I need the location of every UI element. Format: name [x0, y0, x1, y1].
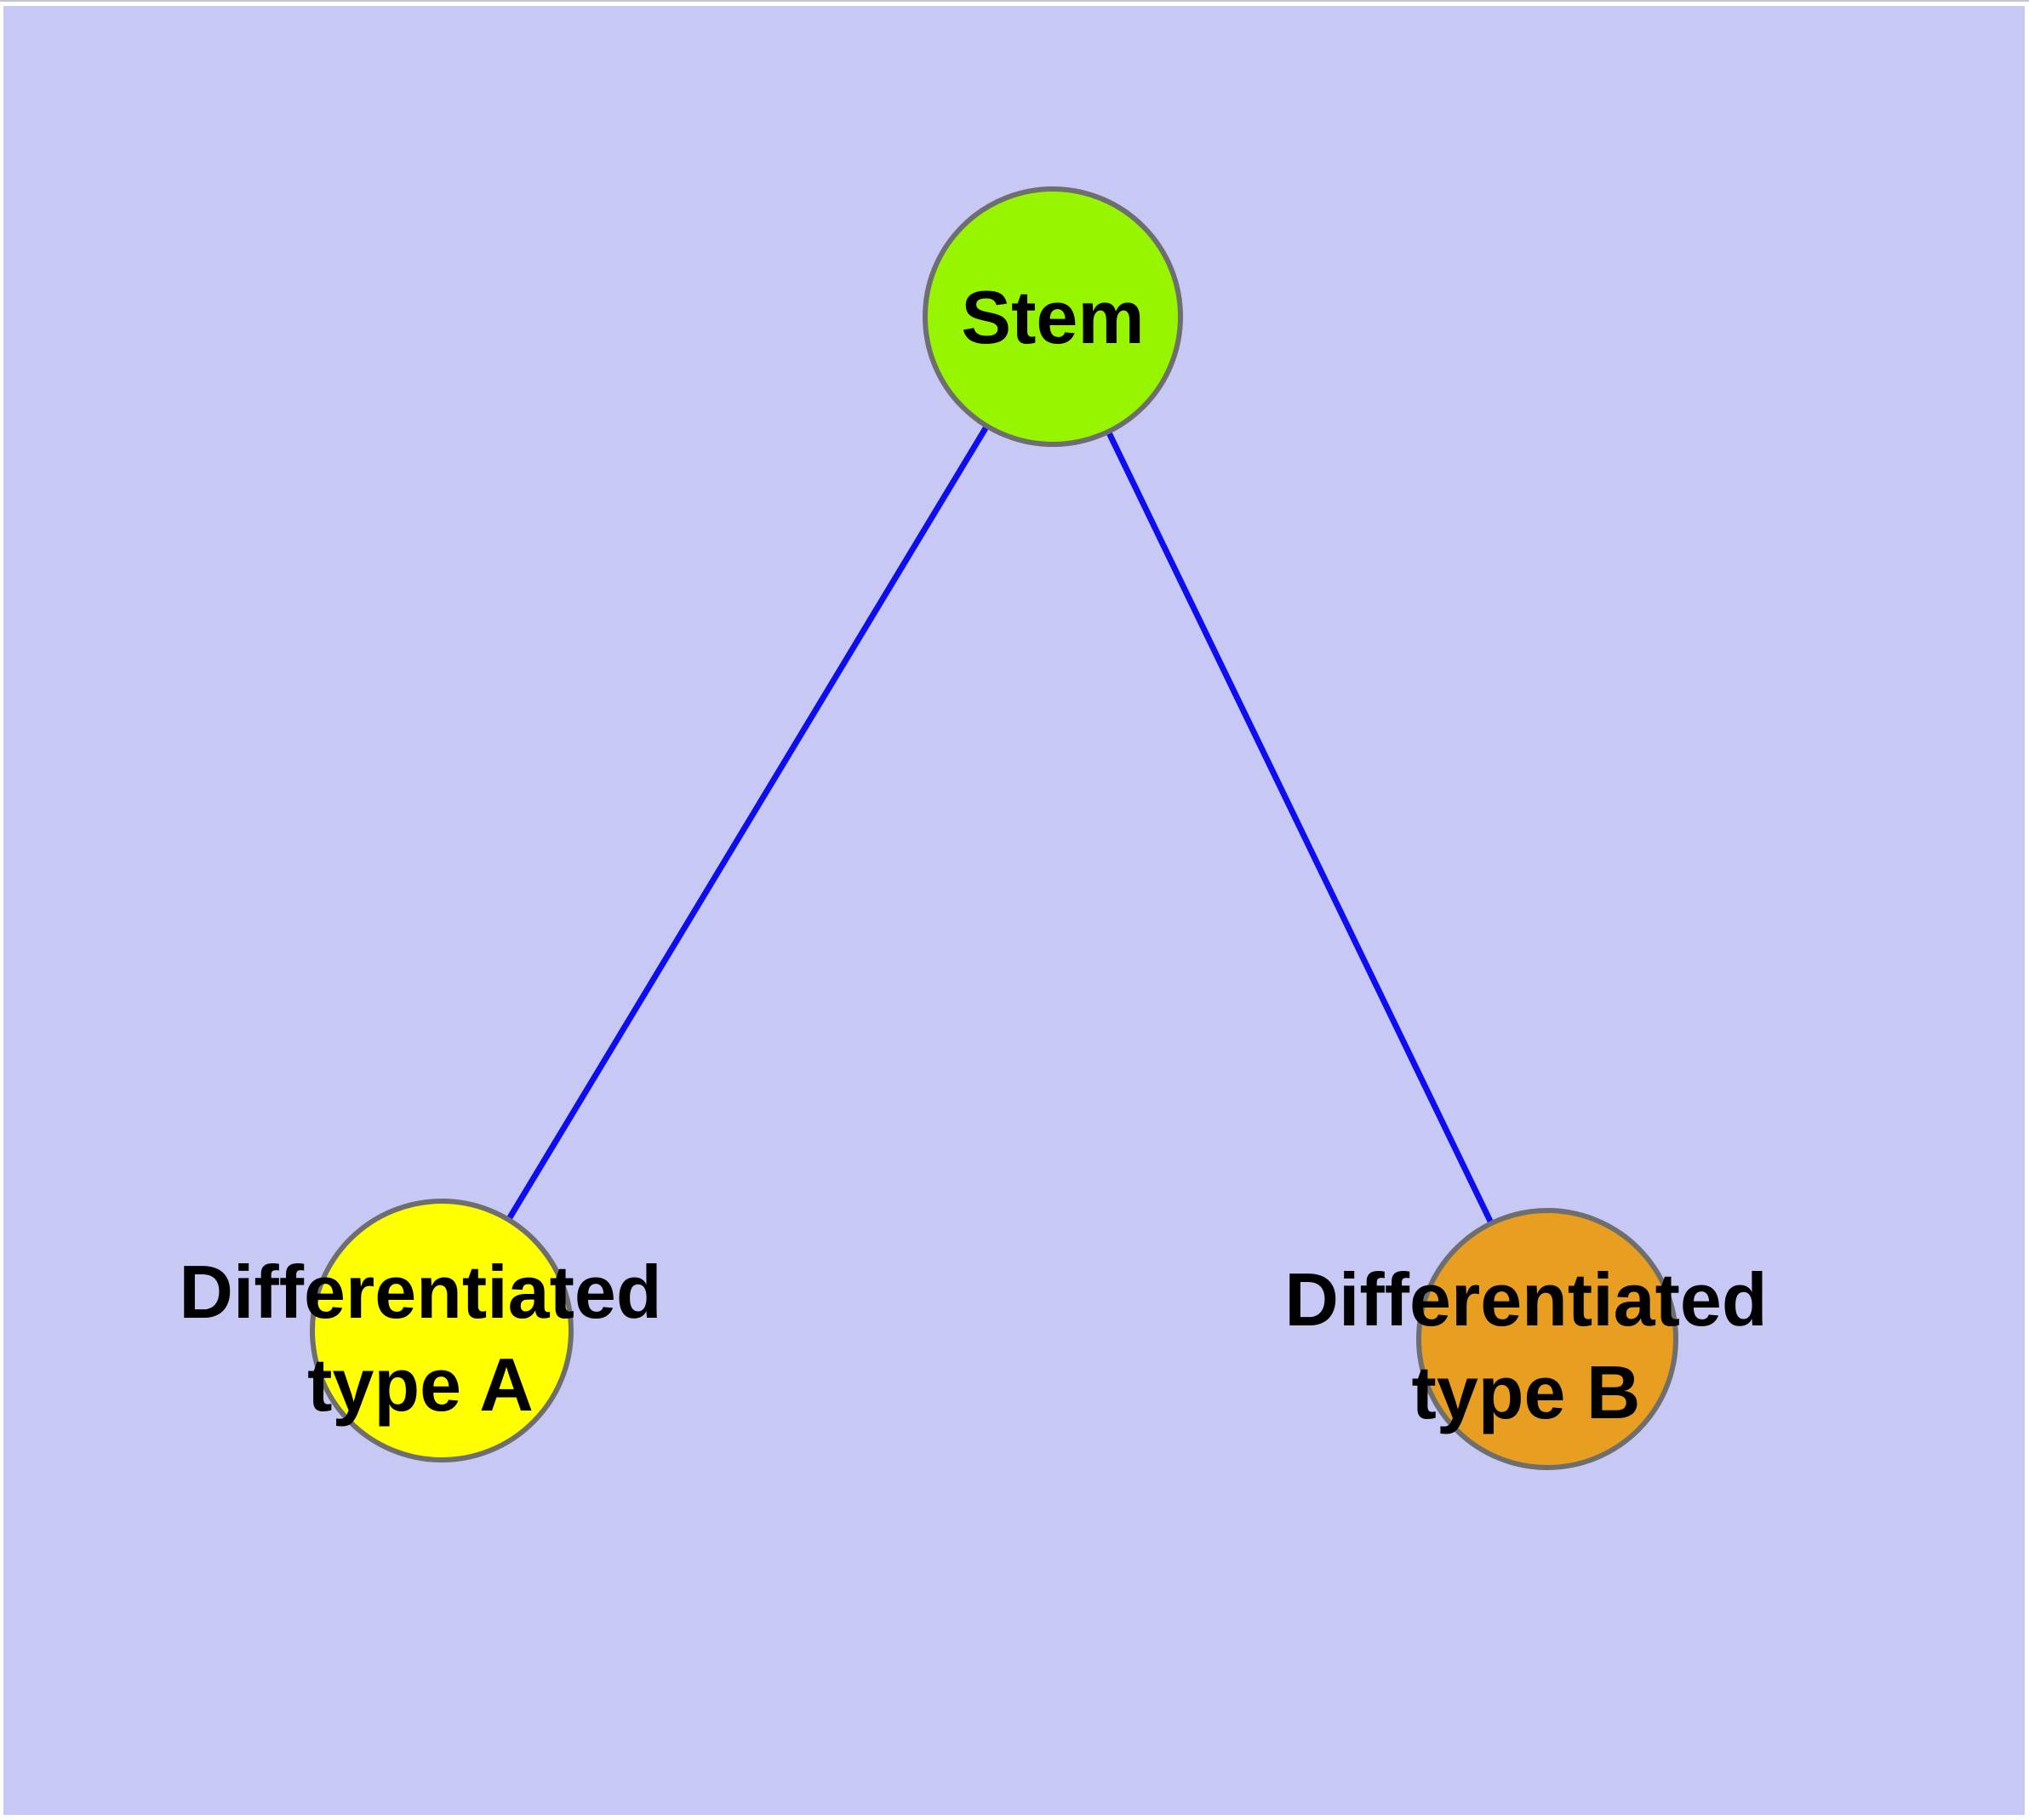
node-type-a-circle: [310, 1199, 574, 1462]
node-type-b-label-line2: type B: [1412, 1350, 1641, 1434]
node-type-b-circle: [1416, 1208, 1678, 1470]
node-type-a-label-line2: type A: [307, 1342, 534, 1427]
node-type-a: Differentiated type A: [179, 1199, 662, 1462]
node-type-b-label-line1: Differentiated: [1284, 1257, 1767, 1342]
edge-stem-to-type-b: [1049, 315, 1551, 1341]
node-type-b: Differentiated type B: [1284, 1208, 1768, 1470]
node-stem: Stem: [923, 186, 1183, 447]
node-type-a-label-line1: Differentiated: [179, 1250, 661, 1334]
node-stem-circle: [923, 186, 1183, 447]
node-stem-label: Stem: [961, 275, 1144, 359]
edge-stem-to-type-a: [439, 315, 1055, 1332]
